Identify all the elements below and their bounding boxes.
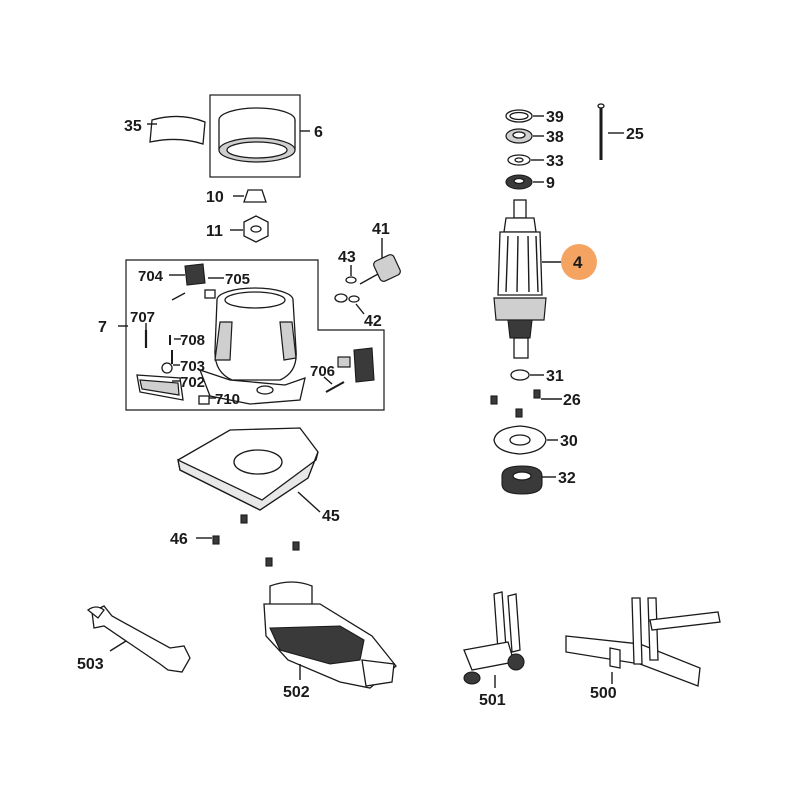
callout-707: 707 <box>130 309 155 326</box>
part-33-washer <box>507 154 544 166</box>
part-706-release-lever <box>323 347 375 393</box>
part-41-knob <box>359 238 401 285</box>
callout-45: 45 <box>322 508 340 525</box>
part-6-adjustment-ring <box>209 94 310 178</box>
part-7-housing-body <box>198 287 306 405</box>
part-46-screws <box>196 514 300 567</box>
callout-38: 38 <box>546 129 564 146</box>
callout-502: 502 <box>283 684 310 701</box>
part-503-wrench <box>86 605 191 673</box>
callout-4-highlight-badge: 4 <box>561 244 597 280</box>
part-42-washer <box>334 293 365 315</box>
callout-703: 703 <box>180 358 205 375</box>
callout-705: 705 <box>225 271 250 288</box>
callout-503: 503 <box>77 656 104 673</box>
part-39-ring <box>505 109 544 123</box>
part-45-base-plate <box>177 427 321 513</box>
part-35-label-strip <box>147 115 206 145</box>
part-10-collet <box>233 189 267 203</box>
callout-708: 708 <box>180 332 205 349</box>
callout-704: 704 <box>138 268 164 285</box>
part-707-pin <box>144 323 173 364</box>
part-710-button <box>198 395 216 405</box>
part-702-handle <box>136 374 184 401</box>
callout-10: 10 <box>206 189 224 206</box>
callout-9: 9 <box>546 175 555 192</box>
callout-706: 706 <box>310 363 335 380</box>
part-32-spacer <box>501 465 556 495</box>
callout-26: 26 <box>563 392 581 409</box>
callout-25: 25 <box>626 126 644 143</box>
part-9-bearing <box>505 174 544 190</box>
callout-6: 6 <box>314 124 323 141</box>
callout-11: 11 <box>206 223 223 240</box>
callout-41: 41 <box>372 221 390 238</box>
callout-32: 32 <box>558 470 576 487</box>
part-500-parallel-guide <box>565 597 721 687</box>
part-7-base-housing-assembly <box>118 259 385 411</box>
callout-35: 35 <box>124 118 142 135</box>
callout-500: 500 <box>590 685 617 702</box>
callout-702: 702 <box>180 374 205 391</box>
part-708-screw <box>169 335 181 345</box>
part-26-screws <box>490 389 562 418</box>
part-43-spring <box>345 265 357 284</box>
callout-4: 4 <box>573 253 583 272</box>
part-501-edge-guide <box>463 591 525 688</box>
part-705-switch <box>171 277 224 301</box>
callout-46: 46 <box>170 531 188 548</box>
callout-33: 33 <box>546 153 564 170</box>
part-25-long-bolt <box>597 103 624 160</box>
part-11-collet-nut <box>230 215 269 243</box>
callout-501: 501 <box>479 692 506 709</box>
callout-42: 42 <box>364 313 382 330</box>
callout-43: 43 <box>338 249 356 266</box>
callout-710: 710 <box>215 391 240 408</box>
callout-7: 7 <box>98 319 107 336</box>
part-38-bearing-cap <box>505 128 544 144</box>
callout-39: 39 <box>546 109 564 126</box>
part-30-bearing-plate <box>493 425 558 455</box>
part-704-switch-cover <box>169 263 206 286</box>
callout-30: 30 <box>560 433 578 450</box>
part-4-armature <box>493 199 562 359</box>
part-31-ring <box>510 369 544 381</box>
part-502-dust-hood <box>263 581 397 689</box>
part-703-lock <box>161 362 180 374</box>
callout-31: 31 <box>546 368 564 385</box>
